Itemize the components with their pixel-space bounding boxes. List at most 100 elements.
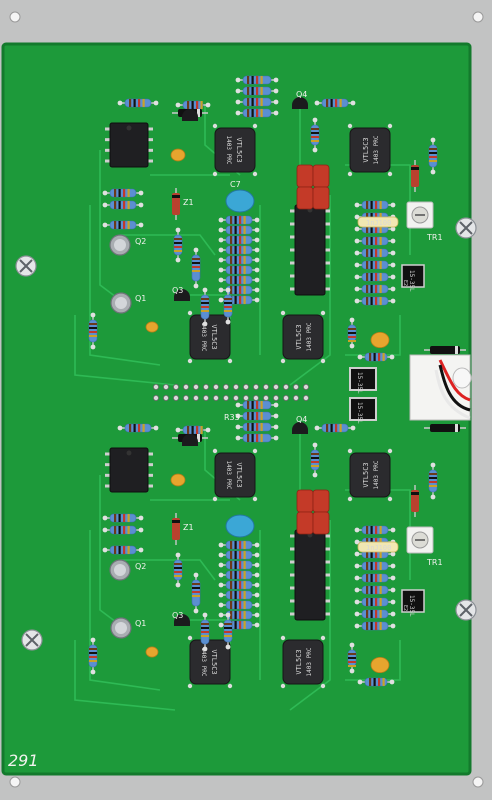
tantalum-capacitor — [170, 148, 186, 162]
resistor — [354, 573, 396, 583]
resistor — [102, 220, 144, 230]
resistor — [314, 98, 356, 108]
header-pin — [222, 383, 229, 390]
transistor-metal-can — [110, 292, 132, 314]
resistor — [175, 425, 211, 435]
transistor-metal-can — [110, 617, 132, 639]
header-pin — [232, 394, 239, 401]
resistor — [354, 284, 396, 294]
optocoupler-label: 1403 PRC — [225, 461, 232, 490]
power-diode — [349, 367, 377, 391]
optocoupler-label: VTL5C3 — [362, 462, 370, 487]
film-capacitor — [312, 511, 330, 535]
resistor — [354, 272, 396, 282]
transistor — [182, 109, 198, 121]
transistor — [182, 434, 198, 446]
resistor — [102, 200, 144, 210]
optocoupler-label: VTL5C3 — [295, 649, 303, 674]
optocoupler-label: 1403 PRC — [373, 135, 380, 164]
resistor — [354, 597, 396, 607]
header-pin — [292, 383, 299, 390]
optocoupler-label: 1403 PRC — [306, 647, 313, 676]
label-tr1: TR1 — [426, 558, 443, 567]
optocoupler-label: 1403 PRC — [225, 136, 232, 165]
resistor — [314, 423, 356, 433]
resistor — [102, 525, 144, 535]
resistor — [218, 225, 260, 235]
film-capacitor — [357, 216, 399, 228]
wire-black — [438, 364, 471, 412]
tantalum-capacitor — [145, 321, 159, 333]
header-pin — [282, 394, 289, 401]
resistor — [357, 677, 395, 687]
resistor — [117, 98, 159, 108]
optocoupler-label: 1403 PRC — [200, 323, 207, 352]
header-pin — [162, 394, 169, 401]
resistor — [218, 540, 260, 550]
resistor — [235, 97, 279, 107]
label-r33: R33 — [224, 413, 240, 422]
header-pin — [152, 394, 159, 401]
resistor — [354, 296, 396, 306]
optocoupler-label: VTL5C3 — [295, 324, 303, 349]
resistor — [354, 248, 396, 258]
label-z1: Z1 — [183, 523, 194, 532]
resistor — [310, 442, 320, 478]
ic-chip — [290, 204, 330, 296]
ceramic-capacitor — [225, 514, 255, 538]
cap-value-label: 1nJ100 — [366, 544, 391, 552]
film-capacitor — [312, 186, 330, 210]
header-pin — [162, 383, 169, 390]
diode — [424, 346, 466, 354]
screw-icon — [21, 629, 43, 651]
header-pin — [182, 394, 189, 401]
resistor — [354, 561, 396, 571]
header-pin — [222, 394, 229, 401]
header-pin — [292, 394, 299, 401]
trimmer-pot-icon — [406, 201, 434, 229]
diode-sub-label: E2 — [402, 280, 408, 286]
resistor — [191, 247, 201, 289]
header-pin — [172, 383, 179, 390]
resistor — [347, 642, 357, 674]
resistor — [218, 600, 260, 610]
diode-sub-label: E2 — [402, 605, 408, 611]
header-pin — [272, 383, 279, 390]
header-pin — [182, 383, 189, 390]
resistor — [218, 580, 260, 590]
resistor — [354, 200, 396, 210]
header-pin — [192, 383, 199, 390]
header-pin — [262, 394, 269, 401]
header-pin — [242, 394, 249, 401]
resistor — [354, 609, 396, 619]
resistor — [218, 265, 260, 275]
diode-label: 15-35L — [408, 595, 415, 617]
resistor — [223, 287, 233, 325]
trimmer-pot-icon — [406, 526, 434, 554]
resistor — [354, 621, 396, 631]
resistor — [173, 552, 183, 588]
resistor — [223, 612, 233, 650]
resistor — [88, 637, 98, 675]
optocoupler-label: VTL5C3 — [235, 462, 243, 487]
mounting-hole-icon — [9, 11, 21, 23]
film-capacitor — [296, 511, 314, 535]
resistor — [218, 275, 260, 285]
ic-chip — [105, 122, 153, 168]
film-capacitor — [312, 489, 330, 513]
resistor — [310, 117, 320, 153]
optocoupler-label: 1403 PRC — [200, 648, 207, 677]
board-number: 291 — [8, 751, 39, 770]
power-diode — [401, 264, 425, 288]
diode — [424, 424, 466, 432]
wire-red — [438, 359, 471, 402]
film-capacitor — [296, 164, 314, 188]
header-pin — [262, 383, 269, 390]
optocoupler-label: VTL5C3 — [210, 324, 218, 349]
resistor — [354, 236, 396, 246]
